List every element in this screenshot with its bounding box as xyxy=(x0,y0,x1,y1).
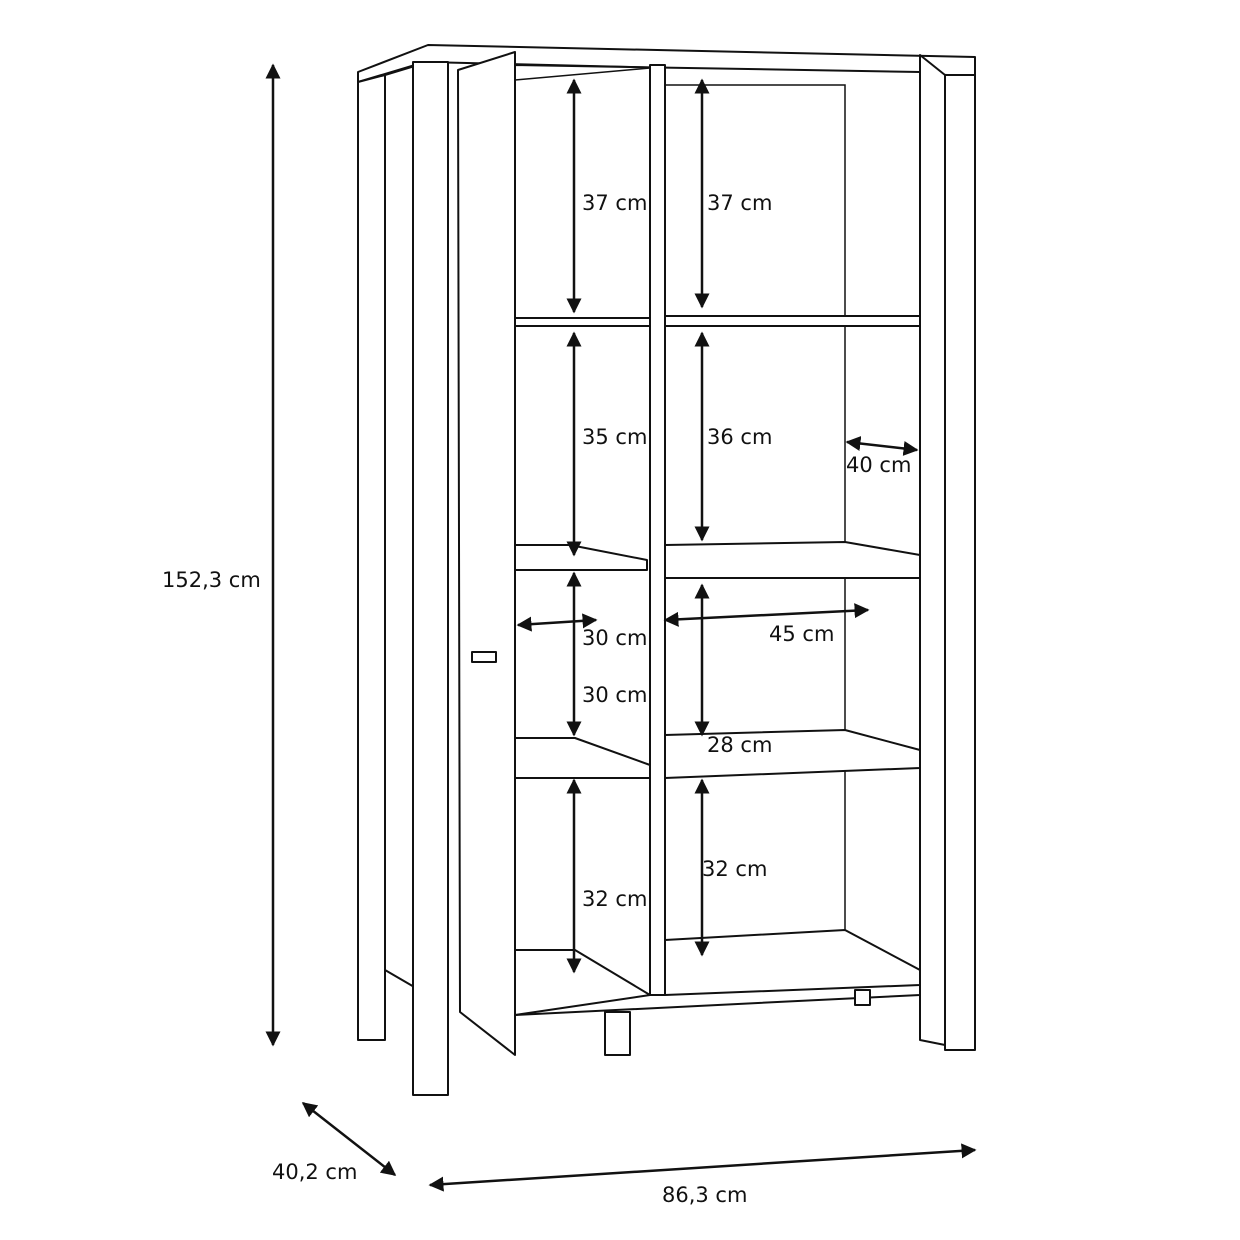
cabinet xyxy=(357,44,976,1096)
left-shelf3-height-label: 30 cm xyxy=(582,683,647,707)
right-depth-label: 40 cm xyxy=(846,453,911,477)
right-shelf2-height-label: 36 cm xyxy=(707,425,772,449)
center-divider xyxy=(649,64,666,996)
door-handle xyxy=(471,651,497,663)
depth-arrow xyxy=(301,1102,397,1176)
height-label: 152,3 cm xyxy=(162,568,261,592)
left-back-side xyxy=(357,74,386,1041)
right-width-arrow xyxy=(663,603,870,627)
right-shelf1-height-label: 37 cm xyxy=(707,191,772,215)
width-label: 86,3 cm xyxy=(662,1183,747,1207)
left-shelf3-width-label: 30 cm xyxy=(582,626,647,650)
right-depth-arrow xyxy=(845,436,919,456)
shelf-left-2 xyxy=(514,544,648,571)
left-width-arrow xyxy=(516,613,598,632)
shelf-right-1 xyxy=(664,315,921,327)
left-door xyxy=(457,51,516,1056)
shelf-left-3 xyxy=(514,737,651,779)
left-shelf1-height-label: 37 cm xyxy=(582,191,647,215)
width-arrow xyxy=(428,1143,977,1192)
right-door xyxy=(919,54,946,1046)
leg-back xyxy=(854,989,871,1006)
left-shelf2-height-label: 35 cm xyxy=(582,425,647,449)
right-shelf4-height-label: 32 cm xyxy=(702,857,767,881)
right-shelf3-width-label: 45 cm xyxy=(769,622,834,646)
shelf-left-1 xyxy=(514,317,651,327)
depth-label: 40,2 cm xyxy=(272,1160,357,1184)
shelf-right-2 xyxy=(664,541,921,579)
left-shelf4-height-label: 32 cm xyxy=(582,887,647,911)
right-shelf3-height-label: 28 cm xyxy=(707,733,772,757)
leg-front xyxy=(604,1011,631,1056)
left-front-post xyxy=(412,61,449,1096)
bottom-left xyxy=(514,949,651,1016)
right-front-post xyxy=(944,74,976,1051)
